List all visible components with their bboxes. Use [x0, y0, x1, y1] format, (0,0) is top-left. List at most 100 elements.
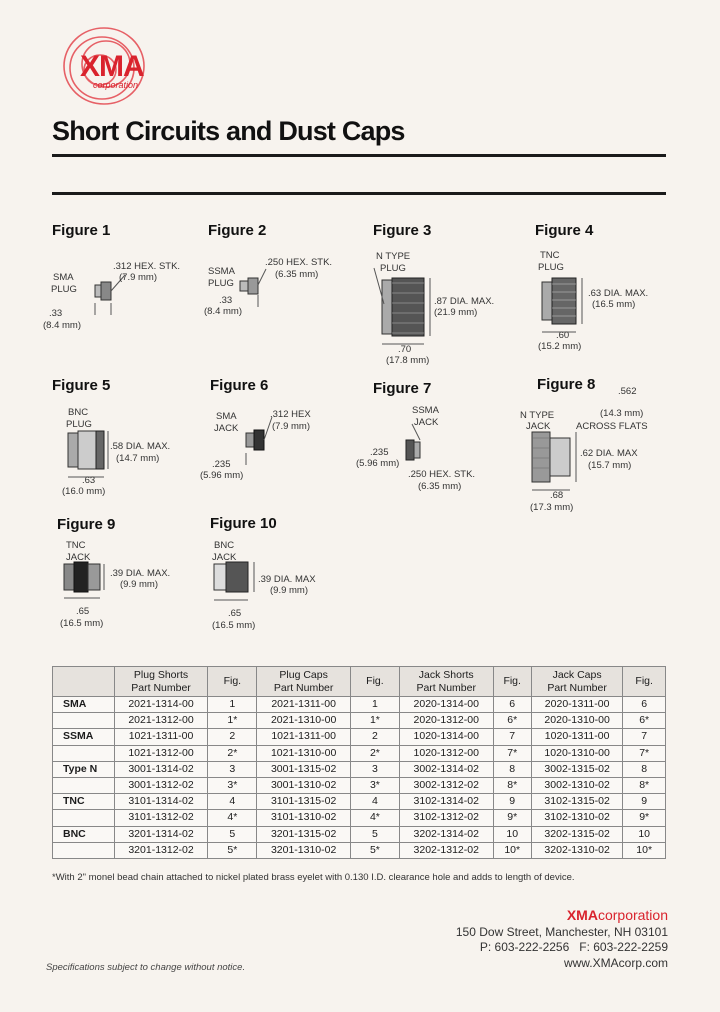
- part-number-cell: 3201-1310-02: [256, 841, 351, 859]
- part-number-cell: 3001-1310-02: [256, 776, 351, 795]
- connector-type-cell: [52, 712, 115, 730]
- figure-4-label: Figure 4: [535, 222, 594, 239]
- part-number-cell: 3102-1314-02: [398, 793, 494, 811]
- figure-5-len-mm: (16.0 mm): [62, 486, 105, 497]
- part-number-cell: 3201-1312-02: [113, 841, 209, 859]
- part-number-cell: 3001-1314-02: [113, 760, 209, 778]
- figure-ref-cell: 9: [492, 793, 532, 811]
- figure-ref-cell: 10*: [492, 841, 532, 859]
- figure-1-label: Figure 1: [52, 222, 111, 239]
- figure-5-dia: .58 DIA. MAX.: [110, 441, 170, 452]
- figure-ref-cell: 7*: [622, 744, 666, 762]
- table-header-cell: Fig.: [622, 666, 666, 697]
- figure-10-drawing: BNC JACK .39 DIA. MAX (9.9 mm) .65 (16.5…: [212, 540, 316, 631]
- table-header-cell: [52, 666, 115, 697]
- figure-6-drawing: SMA JACK .312 HEX (7.9 mm) .235 (5.96 mm…: [200, 409, 311, 481]
- part-number-cell: 2020-1314-00: [398, 695, 494, 714]
- figure-7-drawing: SSMA JACK .235 (5.96 mm) .250 HEX. STK. …: [356, 405, 475, 492]
- xma-logo-swirl: [63, 27, 145, 105]
- part-number-cell: 3101-1312-02: [113, 809, 209, 827]
- part-number-cell: 3102-1312-02: [398, 809, 494, 827]
- table-footnote: *With 2" monel bead chain attached to ni…: [52, 872, 575, 883]
- title-rule-bottom: [52, 192, 666, 195]
- figure-8-dia-mm: (15.7 mm): [588, 460, 631, 471]
- part-number-cell: 3101-1310-02: [256, 809, 351, 827]
- figure-6-len-mm: (5.96 mm): [200, 470, 243, 481]
- figure-9-label: Figure 9: [57, 516, 116, 533]
- figure-5-part-line2: PLUG: [66, 419, 92, 430]
- figure-7-len: .235: [370, 447, 389, 458]
- figure-7-part-line1: SSMA: [412, 405, 440, 416]
- figure-10-len-mm: (16.5 mm): [212, 620, 255, 631]
- figure-9-dia: .39 DIA. MAX.: [110, 568, 170, 579]
- figure-2-len: .33: [219, 295, 232, 306]
- figure-7-label: Figure 7: [373, 380, 432, 397]
- part-number-cell: 2020-1312-00: [398, 712, 494, 730]
- part-number-cell: 3002-1310-02: [530, 776, 624, 795]
- logo-sub: corporation: [93, 80, 139, 90]
- part-number-cell: 1021-1311-00: [256, 728, 351, 746]
- figure-10-part-line1: BNC: [214, 540, 234, 551]
- connector-type-cell: BNC: [52, 825, 115, 843]
- figure-ref-cell: 5: [207, 825, 258, 843]
- figure-ref-cell: 5*: [349, 841, 400, 859]
- figure-ref-cell: 1*: [349, 712, 400, 730]
- figure-3-drawing: N TYPE PLUG .87 DIA. MAX. (21.9 mm) .70 …: [373, 251, 494, 366]
- connector-type-cell: Type N: [52, 760, 115, 778]
- part-number-cell: 1021-1311-00: [113, 728, 209, 746]
- figure-8-part-line1: N TYPE: [520, 410, 554, 421]
- figure-6-len: .235: [212, 459, 231, 470]
- connector-type-cell: [52, 776, 115, 795]
- figure-ref-cell: 4: [349, 793, 400, 811]
- table-header-cell: Fig.: [349, 666, 400, 697]
- figure-4-len: .60: [556, 330, 569, 341]
- figure-ref-cell: 1*: [207, 712, 258, 730]
- part-number-cell: 3201-1315-02: [256, 825, 351, 843]
- figure-1-part-line2: PLUG: [51, 284, 77, 295]
- figure-9-part-line2: JACK: [66, 552, 91, 563]
- figure-2-part-line2: PLUG: [208, 278, 234, 289]
- part-number-cell: 3101-1315-02: [256, 793, 351, 811]
- figure-1-hex: .312 HEX. STK.: [113, 261, 180, 272]
- figure-5-part-line1: BNC: [68, 407, 88, 418]
- figure-ref-cell: 6: [492, 695, 532, 714]
- figure-ref-cell: 3*: [207, 776, 258, 795]
- figure-ref-cell: 2: [349, 728, 400, 746]
- part-number-cell: 3001-1312-02: [113, 776, 209, 795]
- figure-ref-cell: 6*: [622, 712, 666, 730]
- part-number-cell: 3102-1310-02: [530, 809, 624, 827]
- part-number-cell: 2020-1311-00: [530, 695, 624, 714]
- figure-4-part-line1: TNC: [540, 250, 560, 261]
- figure-10-part-line2: JACK: [212, 552, 237, 563]
- figure-8-flats: .562: [618, 386, 637, 397]
- contact-brand-sub: corporation: [597, 907, 668, 923]
- figure-2-len-mm: (8.4 mm): [204, 306, 242, 317]
- figure-7-len-mm: (5.96 mm): [356, 458, 399, 469]
- figure-9-len-mm: (16.5 mm): [60, 618, 103, 629]
- figure-5-drawing: BNC PLUG .58 DIA. MAX. (14.7 mm) .63 (16…: [62, 407, 170, 497]
- figure-ref-cell: 9: [622, 793, 666, 811]
- figure-ref-cell: 7: [622, 728, 666, 746]
- figure-1-hex-mm: (7.9 mm): [119, 272, 157, 283]
- figure-5-len: .63: [82, 475, 95, 486]
- figure-ref-cell: 2*: [207, 744, 258, 762]
- figure-9-len: .65: [76, 606, 89, 617]
- figure-8-len-mm: (17.3 mm): [530, 502, 573, 513]
- contact-address: 150 Dow Street, Manchester, NH 03101: [455, 924, 668, 939]
- part-number-cell: 3101-1314-02: [113, 793, 209, 811]
- figure-ref-cell: 7*: [492, 744, 532, 762]
- part-number-cell: 1020-1310-00: [530, 744, 624, 762]
- figure-2-label: Figure 2: [208, 222, 267, 239]
- figure-ref-cell: 3: [349, 760, 400, 778]
- contact-phones: P: 603-222-2256 F: 603-222-2259: [479, 940, 668, 954]
- figure-7-hex-mm: (6.35 mm): [418, 481, 461, 492]
